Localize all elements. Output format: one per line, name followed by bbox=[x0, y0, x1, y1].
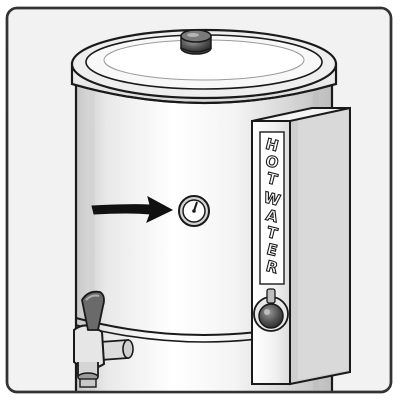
lid-knob-icon bbox=[181, 30, 211, 54]
temperature-gauge-icon bbox=[179, 196, 209, 226]
